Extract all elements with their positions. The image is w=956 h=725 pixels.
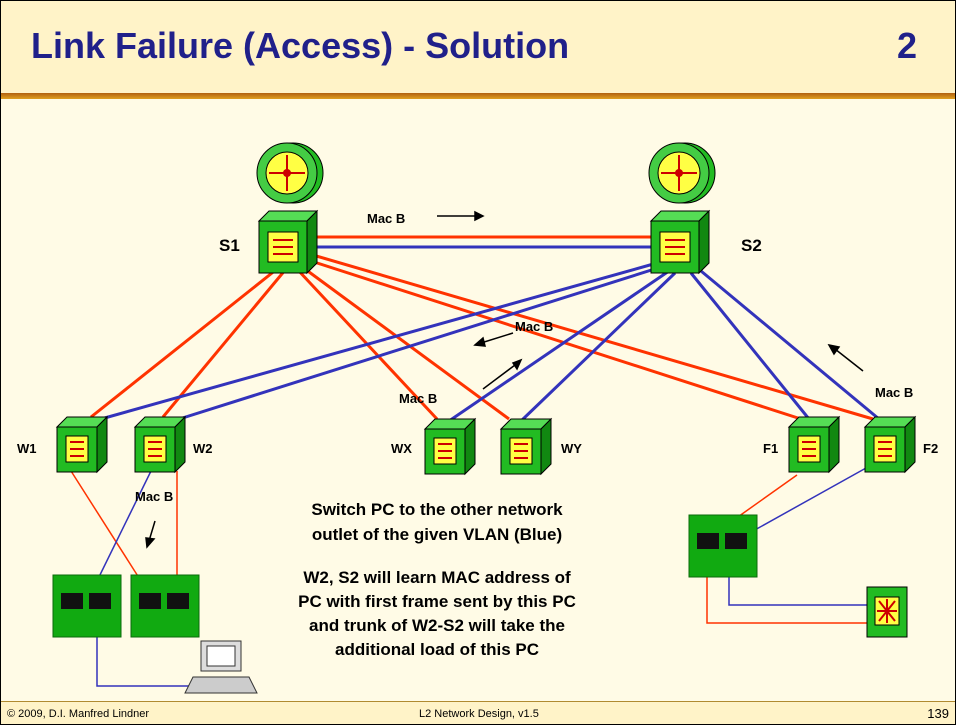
access-switch-wy-icon: [500, 418, 552, 475]
label-w2: W2: [193, 441, 213, 456]
note-1-line-1: Switch PC to the other network: [311, 500, 563, 519]
pc-icon: [184, 640, 258, 694]
note-2-line-2: PC with first frame sent by this PC: [298, 592, 576, 611]
mac-label-left: Mac B: [135, 489, 173, 504]
note-2-line-3: and trunk of W2-S2 will take the: [309, 616, 565, 635]
access-switch-w1-icon: [56, 416, 108, 473]
mac-label-top: Mac B: [367, 211, 405, 226]
network-outlet-1-icon: [52, 574, 122, 638]
access-switch-w2-icon: [134, 416, 186, 473]
label-wx: WX: [391, 441, 412, 456]
blue-links: [100, 261, 880, 423]
core-switch-s1-icon: [258, 210, 318, 274]
network-outlet-2-icon: [130, 574, 200, 638]
router-icon-s1: [256, 142, 324, 204]
footer-course: L2 Network Design, v1.5: [419, 708, 539, 720]
title-bar: Link Failure (Access) - Solution 2: [1, 1, 955, 93]
label-f2: F2: [923, 441, 938, 456]
arrows: [145, 210, 864, 549]
footer-copyright: © 2009, D.I. Manfred Lindner: [7, 708, 150, 720]
network-outlet-3-icon: [688, 514, 758, 578]
label-wy: WY: [561, 441, 582, 456]
slide-title: Link Failure (Access) - Solution: [31, 25, 570, 66]
label-w1: W1: [17, 441, 37, 456]
network-diagram: S1 S2 W1 W2 WX WY F1 F2 Mac B Mac B Mac …: [17, 142, 938, 694]
red-links: [90, 253, 874, 421]
footer-slide-number: 139: [927, 706, 949, 721]
core-switch-s2-icon: [650, 210, 710, 274]
label-f1: F1: [763, 441, 778, 456]
hub-icon: [866, 586, 908, 638]
access-switch-wx-icon: [424, 418, 476, 475]
mac-label-lower: Mac B: [399, 391, 437, 406]
title-page-number: 2: [896, 25, 917, 66]
access-switch-f1-icon: [788, 416, 840, 473]
access-switch-f2-icon: [864, 416, 916, 473]
label-s2: S2: [741, 236, 762, 255]
mac-label-middle: Mac B: [515, 319, 553, 334]
title-rule: [1, 93, 955, 99]
note-2-line-1: W2, S2 will learn MAC address of: [303, 568, 571, 587]
label-s1: S1: [219, 236, 240, 255]
note-2-line-4: additional load of this PC: [335, 640, 539, 659]
footer: © 2009, D.I. Manfred Lindner L2 Network …: [1, 701, 955, 724]
note-1-line-2: outlet of the given VLAN (Blue): [312, 525, 562, 544]
mac-label-right: Mac B: [875, 385, 913, 400]
router-icon-s2: [648, 142, 716, 204]
